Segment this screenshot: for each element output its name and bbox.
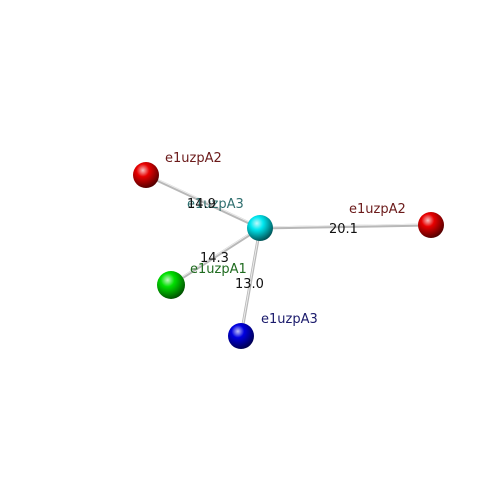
edge-highlight [240,226,261,336]
node-label-red-left: e1uzpA2 [165,151,222,166]
node-label-red-right: e1uzpA2 [349,202,406,217]
edge-value-blue: 13.0 [235,277,264,292]
edge-highlight [145,173,261,228]
edge-highlight [170,226,261,285]
edge-highlight [259,223,432,228]
node-center[interactable] [247,215,273,241]
node-label-center: e1uzpA3 [187,197,244,212]
labels-layer: e1uzpA3e1uzpA2e1uzpA2e1uzpA1e1uzpA314.92… [165,151,406,327]
node-label-green: e1uzpA1 [190,262,247,277]
node-red-left[interactable] [133,162,159,188]
node-blue[interactable] [228,323,254,349]
edge-line [169,226,262,287]
edge-value-red-left: 14.9 [187,197,216,212]
edges-layer [144,173,433,338]
edge-line [258,223,433,230]
edge-line [144,173,262,230]
edge-green [169,226,262,287]
edge-blue [239,226,262,338]
edge-red_right [258,223,433,230]
nodes-layer [133,162,444,349]
edge-value-green: 14.3 [200,251,229,266]
node-label-blue: e1uzpA3 [261,312,318,327]
node-red-right[interactable] [418,212,444,238]
edge-red_left [144,173,262,230]
edge-value-red-right: 20.1 [329,222,358,237]
node-green[interactable] [157,271,185,299]
